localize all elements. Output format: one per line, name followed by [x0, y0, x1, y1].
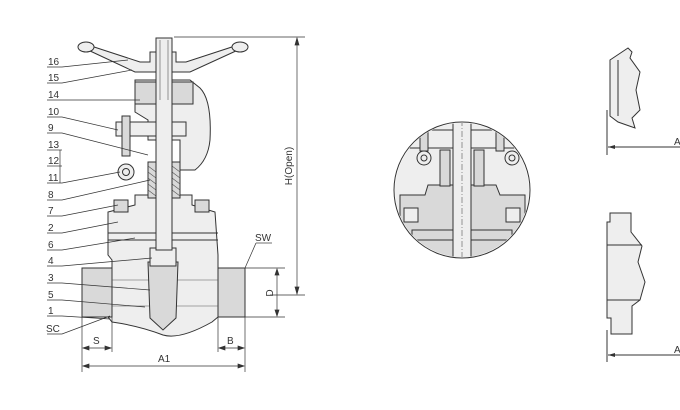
part-label-14: 14: [48, 90, 60, 101]
part-label-16: 16: [48, 57, 60, 68]
part-label-9: 9: [48, 123, 54, 134]
part-label-5: 5: [48, 290, 54, 301]
detail-circle: [393, 121, 531, 259]
valve-section-view: [77, 37, 249, 337]
part-label-texts: 16 15 14 10 9 13 12 11 8 7 2 6 4 3 5 1 S…: [46, 57, 60, 335]
detail-view: [393, 121, 531, 259]
part-label-7: 7: [48, 206, 54, 217]
dim-a-top: A: [674, 137, 680, 148]
dim-h-open: H(Open): [284, 147, 295, 185]
eye-bolt-pin: [117, 163, 135, 181]
part-label-10: 10: [48, 107, 60, 118]
partial-view-bottom: A: [606, 212, 680, 362]
dim-a1: A1: [158, 354, 171, 365]
part-label-4: 4: [48, 256, 54, 267]
stem-head: [149, 247, 177, 267]
left-socket: [81, 267, 113, 318]
part-labels: [47, 59, 153, 335]
part-label-6: 6: [48, 240, 54, 251]
dim-a-bottom: A: [674, 345, 680, 356]
bonnet-bolt: [194, 199, 210, 213]
eye-bolt: [121, 115, 131, 157]
part-label-3: 3: [48, 273, 54, 284]
part-label-13: 13: [48, 140, 60, 151]
dim-d: D: [265, 289, 276, 296]
part-label-12: 12: [48, 156, 60, 167]
right-socket: [217, 267, 246, 318]
stem: [155, 37, 173, 251]
partial-view-top: A: [606, 47, 680, 155]
dim-sw: SW: [255, 233, 272, 244]
packing: [171, 161, 181, 199]
bonnet-bolt: [113, 199, 129, 213]
dim-b: B: [227, 336, 234, 347]
part-label-1: 1: [48, 306, 54, 317]
part-label-15: 15: [48, 73, 60, 84]
wedge: [147, 261, 179, 331]
part-label-8: 8: [48, 190, 54, 201]
dim-s: S: [93, 336, 100, 347]
part-label-11: 11: [48, 173, 59, 184]
part-label-sc: SC: [46, 324, 60, 335]
dimension-lines: [81, 36, 305, 372]
part-label-2: 2: [48, 223, 54, 234]
